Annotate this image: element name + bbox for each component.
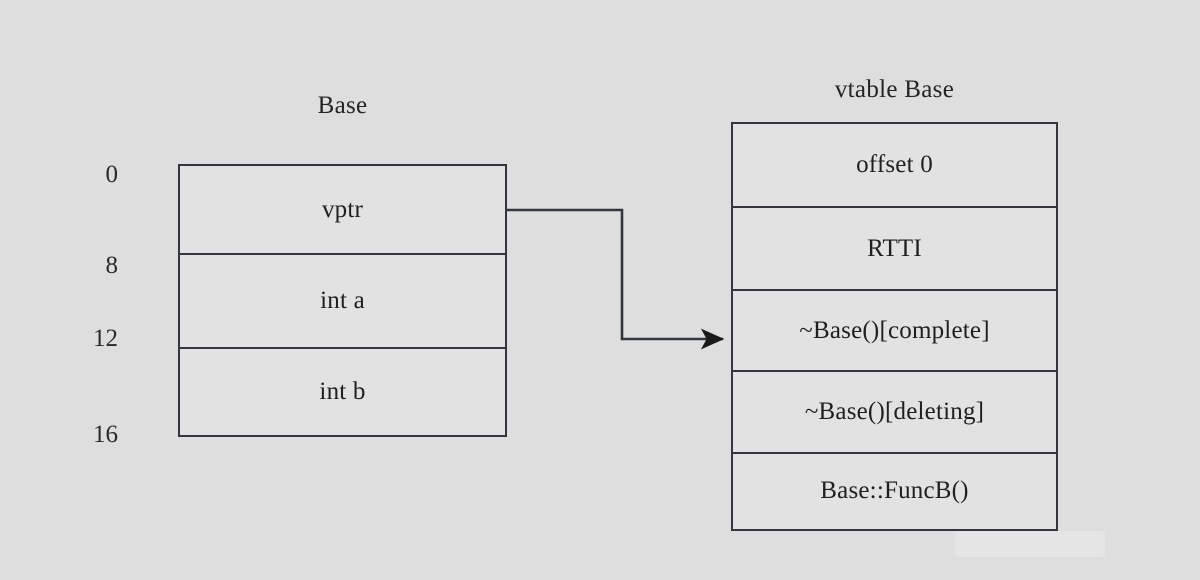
offset-label-12: 12 — [93, 325, 118, 352]
offset-label-8: 8 — [105, 252, 119, 279]
object-layout-title: Base — [317, 92, 368, 119]
object-row-vptr: vptr — [321, 195, 364, 223]
vtable-box: offset 0 RTTI ~Base()[complete] ~Base()[… — [731, 122, 1058, 531]
watermark — [955, 531, 1105, 557]
offset-label-16: 16 — [93, 421, 118, 448]
object-row-int-b: int b — [180, 347, 505, 434]
offset-label-0: 0 — [105, 161, 119, 188]
object-row-int-a: int a — [180, 253, 505, 347]
vtable-entry-rtti: RTTI — [733, 206, 1056, 289]
vtable-entry-dtor-deleting: ~Base()[deleting] — [733, 370, 1056, 452]
object-layout-box: vptr int a int b — [178, 164, 507, 437]
vptr-to-vtable-arrow — [507, 208, 725, 350]
vtable-entry-funcb: Base::FuncB() — [733, 452, 1056, 528]
vtable-entry-dtor-complete: ~Base()[complete] — [733, 289, 1056, 370]
vtable-entry-offset: offset 0 — [856, 151, 933, 178]
vtable-title: vtable Base — [834, 76, 955, 103]
